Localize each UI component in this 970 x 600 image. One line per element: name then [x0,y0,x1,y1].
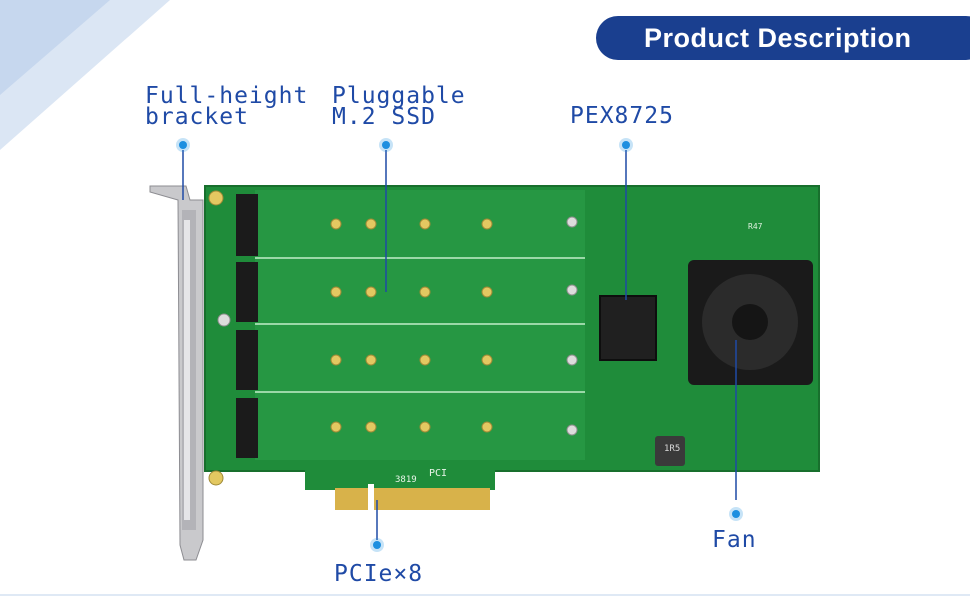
pcie-pointer-dot [373,541,381,549]
page-title: Product Description [596,16,970,60]
pcie-gold-fingers [335,484,490,514]
bottom-divider [0,594,970,596]
label-full-height-bracket: Full-height bracket [145,83,309,130]
resistor-label: R47 [748,222,763,231]
board-code: 3819 [395,475,417,485]
ssd-pointer-dot [382,141,390,149]
pcb-board [204,185,820,514]
corner-decoration [0,0,170,150]
fan-pointer-dot [732,510,740,518]
inductor-label: 1R5 [664,444,681,454]
full-height-bracket [149,185,204,561]
label-fan: Fan [712,527,757,553]
chip-pointer-dot [622,141,630,149]
label-pex8725: PEX8725 [570,103,674,129]
cooling-fan [688,260,813,385]
pcie-logo-text: PCI [429,468,448,479]
label-pluggable-m2-ssd: Pluggable M.2 SSD [332,83,466,130]
label-pcie-x8: PCIe×8 [334,561,424,587]
pex8725-chip [599,295,657,361]
bracket-pointer-dot [179,141,187,149]
